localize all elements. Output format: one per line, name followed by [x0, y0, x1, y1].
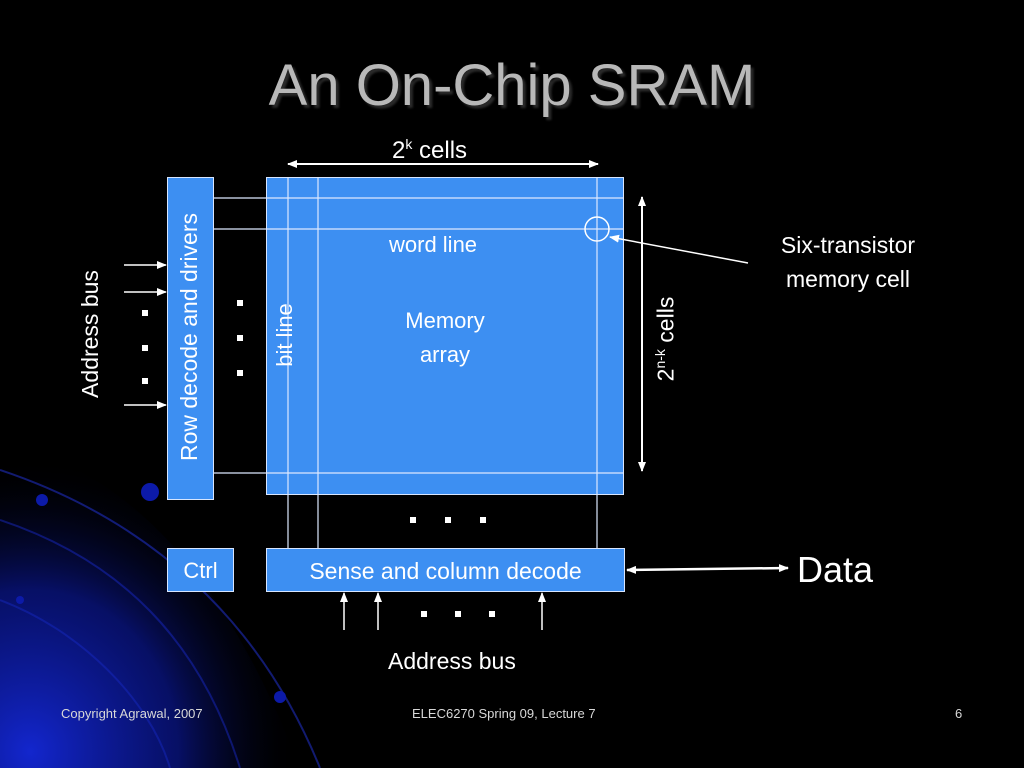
top-dimension-label: 2k cells	[392, 136, 468, 164]
row-decoder-label: Row decode and drivers	[176, 212, 202, 462]
deco-circle	[141, 483, 159, 501]
ellipsis-dot	[410, 517, 416, 523]
ellipsis-dot	[480, 517, 486, 523]
cell-callout-arrow	[609, 234, 749, 264]
deco-circle	[274, 691, 286, 703]
memory-array-label-line2: array	[419, 342, 471, 367]
ellipsis-dot	[142, 378, 148, 384]
ctrl-box: Ctrl	[167, 548, 234, 592]
ellipsis-dot	[142, 345, 148, 351]
bit-line-label: bit line	[272, 303, 297, 367]
side-dimension-label: 2n-k cells	[652, 296, 679, 382]
cell-callout-line1: Six-transistor	[780, 232, 916, 258]
sense-column-decode-box: Sense and column decode	[266, 548, 625, 592]
ellipsis-dot	[455, 611, 461, 617]
bottom-address-bus-label: Address bus	[388, 648, 516, 674]
memory-array	[266, 177, 624, 495]
row-decoder	[167, 177, 214, 500]
ellipsis-dot	[237, 370, 243, 376]
page-number: 6	[955, 706, 963, 721]
deco-circle	[36, 494, 48, 506]
data-arrow	[626, 564, 789, 574]
ellipsis-dot	[445, 517, 451, 523]
deco-circle	[16, 596, 24, 604]
sense-column-decode-label: Sense and column decode	[309, 558, 582, 584]
ellipsis-dot	[237, 335, 243, 341]
ellipsis-dot	[489, 611, 495, 617]
memory-array-label-line1: Memory	[405, 308, 485, 333]
cell-callout-line2: memory cell	[786, 266, 910, 292]
ellipsis-dot	[237, 300, 243, 306]
slide-title: An On-Chip SRAM	[268, 53, 756, 118]
footer-course: ELEC6270 Spring 09, Lecture 7	[412, 706, 596, 721]
ellipsis-dot	[142, 310, 148, 316]
footer-copyright: Copyright Agrawal, 2007	[61, 706, 203, 721]
memory-cell-highlight	[584, 216, 610, 242]
ctrl-label: Ctrl	[183, 558, 218, 583]
word-line-label: word line	[389, 232, 478, 257]
left-address-bus-label: Address bus	[77, 270, 103, 398]
ellipsis-dot	[421, 611, 427, 617]
data-label: Data	[797, 549, 874, 590]
